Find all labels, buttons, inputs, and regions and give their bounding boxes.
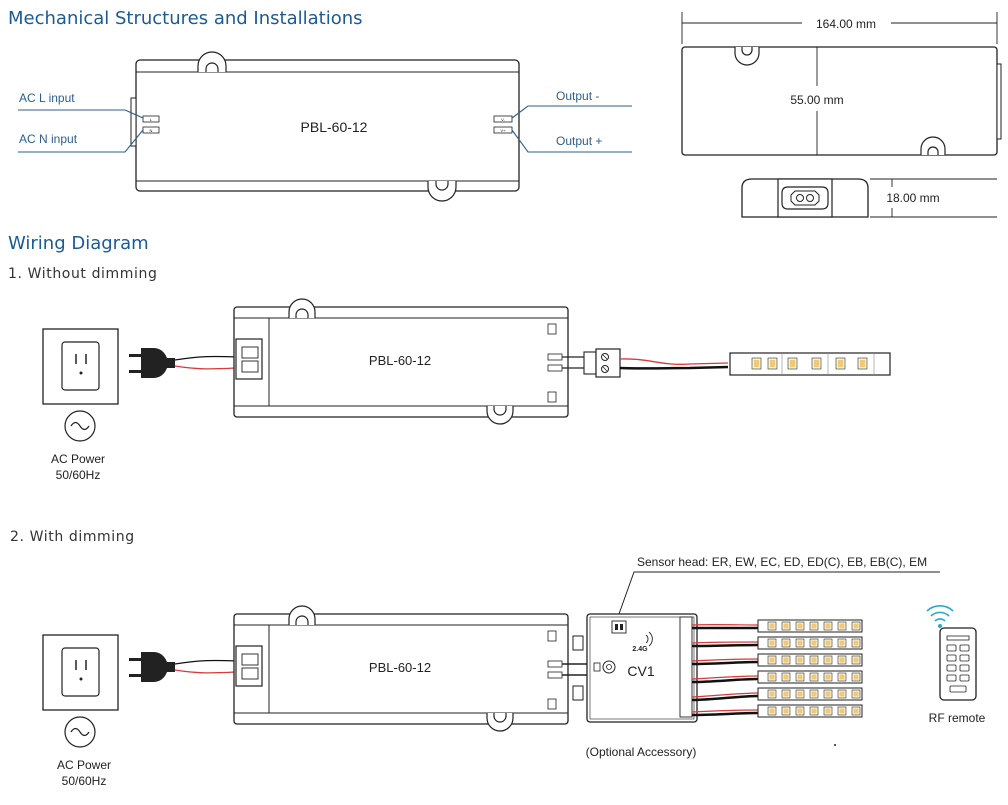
dimension-lines bbox=[681, 12, 998, 218]
rf-remote-label: RF remote bbox=[929, 711, 986, 725]
ac-l-input-label: AC L input bbox=[19, 91, 75, 105]
dimension-height: 18.00 mm bbox=[886, 191, 939, 205]
input-wires-1 bbox=[174, 355, 237, 370]
wireless-signal-icon bbox=[926, 605, 954, 628]
ac-symbol-1 bbox=[64, 410, 96, 442]
with-dimming-heading: 2. With dimming bbox=[10, 529, 135, 545]
input-wires-2 bbox=[174, 659, 237, 674]
ac-n-input-label: AC N input bbox=[19, 132, 78, 146]
ac-frequency-label-2: 50/60Hz bbox=[62, 774, 107, 788]
wall-outlet-2 bbox=[42, 634, 119, 711]
rf-band-label: 2.4G bbox=[632, 646, 648, 653]
mechanical-heading: Mechanical Structures and Installations bbox=[8, 8, 363, 29]
driver-side-view bbox=[741, 178, 869, 218]
mechanical-leaders bbox=[18, 105, 632, 153]
cv1-label: CV1 bbox=[627, 663, 654, 679]
without-dimming-heading: 1. Without dimming bbox=[8, 266, 158, 282]
model-label-wiring-1: PBL-60-12 bbox=[369, 353, 431, 368]
cv1-controller: 2.4G CV1 bbox=[586, 613, 698, 723]
output-plus-label: Output + bbox=[556, 134, 602, 148]
driver-front-view: L N V- V+ PBL-60-12 bbox=[130, 51, 520, 202]
driver-to-controller-link bbox=[562, 635, 590, 701]
terminal-vminus-label: V- bbox=[501, 117, 505, 122]
driver-top-view bbox=[681, 46, 1002, 156]
ac-plug-2 bbox=[129, 652, 175, 682]
terminal-l-label: L bbox=[150, 117, 153, 122]
led-strips-2 bbox=[757, 619, 863, 718]
controller-output-wires bbox=[691, 626, 759, 717]
ac-plug-1 bbox=[129, 348, 175, 378]
wall-outlet-1 bbox=[42, 328, 119, 405]
terminal-vminus bbox=[493, 115, 513, 123]
output-connector-1 bbox=[562, 348, 621, 378]
terminal-vplus-label: V+ bbox=[500, 128, 506, 133]
model-label-wiring-2: PBL-60-12 bbox=[369, 660, 431, 675]
terminal-n-label: N bbox=[150, 128, 153, 133]
terminal-l bbox=[142, 115, 160, 123]
terminal-vplus bbox=[493, 126, 513, 134]
output-minus-label: Output - bbox=[556, 89, 599, 103]
ac-symbol-2 bbox=[64, 716, 96, 748]
led-strip-1 bbox=[729, 352, 891, 376]
optional-accessory-label: (Optional Accessory) bbox=[586, 745, 697, 759]
driver-wiring-1: PBL-60-12 bbox=[233, 298, 569, 425]
ac-frequency-label-1: 50/60Hz bbox=[56, 468, 101, 482]
dimension-width: 55.00 mm bbox=[790, 93, 843, 107]
sensor-head-leader bbox=[618, 571, 940, 615]
dimension-length: 164.00 mm bbox=[816, 17, 876, 31]
wiring-heading: Wiring Diagram bbox=[8, 233, 149, 254]
driver-wiring-2: PBL-60-12 bbox=[233, 605, 569, 732]
model-label-mechanical: PBL-60-12 bbox=[301, 119, 368, 135]
output-wires-1 bbox=[619, 358, 729, 370]
ac-power-label-2: AC Power bbox=[57, 758, 111, 772]
sensor-head-label: Sensor head: ER, EW, EC, ED, ED(C), EB, … bbox=[637, 555, 927, 569]
ac-power-label-1: AC Power bbox=[51, 452, 105, 466]
rf-remote bbox=[939, 627, 977, 701]
controller-output-wires-red bbox=[691, 623, 759, 713]
